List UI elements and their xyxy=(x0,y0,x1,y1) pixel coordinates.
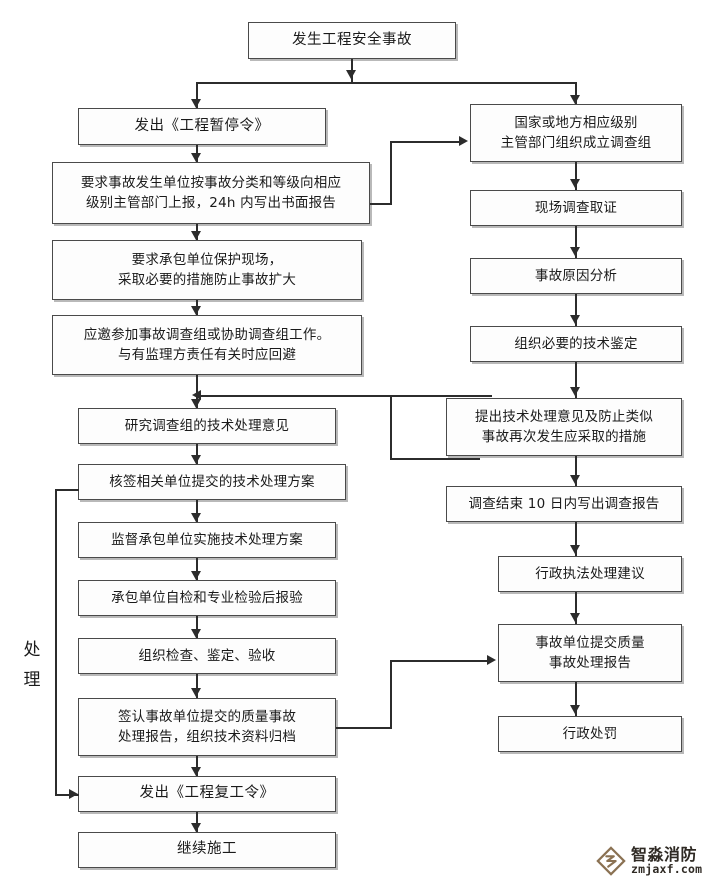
watermark-url: zmjaxf.com xyxy=(631,862,703,877)
connector-L2-up xyxy=(390,141,392,204)
connector-L10-up xyxy=(390,660,392,728)
zhimiao-logo-icon xyxy=(596,846,626,876)
node-continue-construction[interactable]: 继续施工 xyxy=(78,832,336,868)
node-start[interactable]: 发生工程安全事故 xyxy=(248,22,456,59)
arrow-L4-L5 xyxy=(191,399,201,408)
connector-L7-L8 xyxy=(196,558,198,580)
arrow-bus-to-R1 xyxy=(570,95,580,104)
connector-L8-L9 xyxy=(196,616,198,638)
node-issue-resumption-order[interactable]: 发出《工程复工令》 xyxy=(78,776,336,812)
arrow-R2-R3 xyxy=(570,247,580,256)
connector-L10-L11 xyxy=(196,756,198,776)
connector-R6-R7 xyxy=(575,522,577,556)
connector-L5-L6 xyxy=(196,444,198,464)
connector-R5-to-L5-horizontal xyxy=(196,395,492,397)
connector-R3-R4 xyxy=(575,294,577,326)
node-law-enforcement-suggestion[interactable]: 行政执法处理建议 xyxy=(498,556,682,592)
arrow-L8-L9 xyxy=(191,629,201,638)
watermark-brand: 智淼消防 xyxy=(631,844,698,864)
arrow-L7-L8 xyxy=(191,571,201,580)
connector-R2-R3 xyxy=(575,226,577,258)
arrow-R7-R8 xyxy=(570,613,580,622)
node-accident-unit-submit-report[interactable]: 事故单位提交质量 事故处理报告 xyxy=(498,624,682,682)
arrow-L1-L2 xyxy=(191,153,201,162)
arrow-L9-L10 xyxy=(191,688,201,697)
arrow-start-down xyxy=(346,70,356,79)
side-label-processing: 处 理 xyxy=(20,636,44,696)
connector-L9-L10 xyxy=(196,674,198,698)
arrow-L11-L12 xyxy=(191,823,201,832)
node-cause-analysis[interactable]: 事故原因分析 xyxy=(470,258,682,294)
arrow-bracket-to-L11 xyxy=(69,789,78,799)
connector-L11-L12 xyxy=(196,812,198,832)
node-administrative-penalty[interactable]: 行政处罚 xyxy=(498,716,682,752)
node-investigation-report[interactable]: 调查结束 10 日内写出调查报告 xyxy=(446,486,682,522)
arrow-L2-to-R1 xyxy=(459,136,468,146)
node-site-investigation[interactable]: 现场调查取证 xyxy=(470,190,682,226)
arrow-L6-L7 xyxy=(191,513,201,522)
node-establish-investigation-group[interactable]: 国家或地方相应级别 主管部门组织成立调查组 xyxy=(470,104,682,162)
connector-R7-R8 xyxy=(575,592,577,624)
arrow-L10-to-R8 xyxy=(487,655,496,665)
connector-R5-to-L5-vertical xyxy=(390,395,392,460)
node-organize-inspection-acceptance[interactable]: 组织检查、鉴定、验收 xyxy=(78,638,336,674)
node-contractor-self-inspection[interactable]: 承包单位自检和专业检验后报验 xyxy=(78,580,336,616)
connector-left-bracket xyxy=(55,489,57,795)
arrow-R5-R6 xyxy=(570,475,580,484)
connector-top-bus xyxy=(196,82,576,84)
side-label-char-1: 处 xyxy=(23,640,41,660)
node-join-investigation-group[interactable]: 应邀参加事故调查组或协助调查组工作。 与有监理方责任有关时应回避 xyxy=(52,315,362,375)
watermark-text: 智淼消防 zmjaxf.com xyxy=(631,844,703,877)
arrow-bus-to-L1 xyxy=(191,99,201,108)
watermark: 智淼消防 zmjaxf.com xyxy=(596,846,702,876)
connector-L6-L7 xyxy=(196,500,198,522)
arrow-R8-R9 xyxy=(570,705,580,714)
connector-bus-to-R1 xyxy=(575,82,577,104)
node-propose-measures[interactable]: 提出技术处理意见及防止类似 事故再次发生应采取的措施 xyxy=(446,398,682,456)
node-technical-appraisal[interactable]: 组织必要的技术鉴定 xyxy=(470,326,682,362)
connector-L2-to-R1 xyxy=(390,141,460,143)
connector-R5-R6 xyxy=(575,456,577,486)
arrow-L5-L6 xyxy=(191,455,201,464)
connector-L10-to-R8 xyxy=(390,660,488,662)
connector-L10-right xyxy=(336,727,392,729)
connector-bus-to-L1 xyxy=(196,82,198,108)
node-require-report-to-authority[interactable]: 要求事故发生单位按事故分类和等级向相应 级别主管部门上报，24h 内写出书面报告 xyxy=(52,162,370,224)
connector-L2-right xyxy=(370,203,392,205)
connector-R1-R2 xyxy=(575,162,577,190)
arrow-R6-R7 xyxy=(570,545,580,554)
connector-L6-left-stub xyxy=(55,489,79,491)
arrow-R5-to-L5 xyxy=(192,390,201,400)
arrow-L2-L3 xyxy=(191,231,201,240)
arrow-L10-L11 xyxy=(191,767,201,776)
connector-R5-bottom-stub xyxy=(390,458,480,460)
node-study-technical-opinions[interactable]: 研究调查组的技术处理意见 xyxy=(78,408,336,444)
node-issue-suspension-order[interactable]: 发出《工程暂停令》 xyxy=(78,108,326,145)
node-sign-quality-accident-report[interactable]: 签认事故单位提交的质量事故 处理报告，组织技术资料归档 xyxy=(78,698,336,756)
arrow-R4-R5 xyxy=(570,387,580,396)
node-protect-site[interactable]: 要求承包单位保护现场， 采取必要的措施防止事故扩大 xyxy=(52,240,362,300)
arrow-L3-L4 xyxy=(191,306,201,315)
connector-R4-R5 xyxy=(575,362,577,398)
arrow-R1-R2 xyxy=(570,179,580,188)
side-label-char-2: 理 xyxy=(23,669,41,690)
node-countersign-technical-plan[interactable]: 核签相关单位提交的技术处理方案 xyxy=(78,464,346,500)
connector-bracket-to-L11 xyxy=(55,794,79,796)
arrow-R3-R4 xyxy=(570,315,580,324)
connector-R8-R9 xyxy=(575,682,577,716)
node-supervise-implementation[interactable]: 监督承包单位实施技术处理方案 xyxy=(78,522,336,558)
